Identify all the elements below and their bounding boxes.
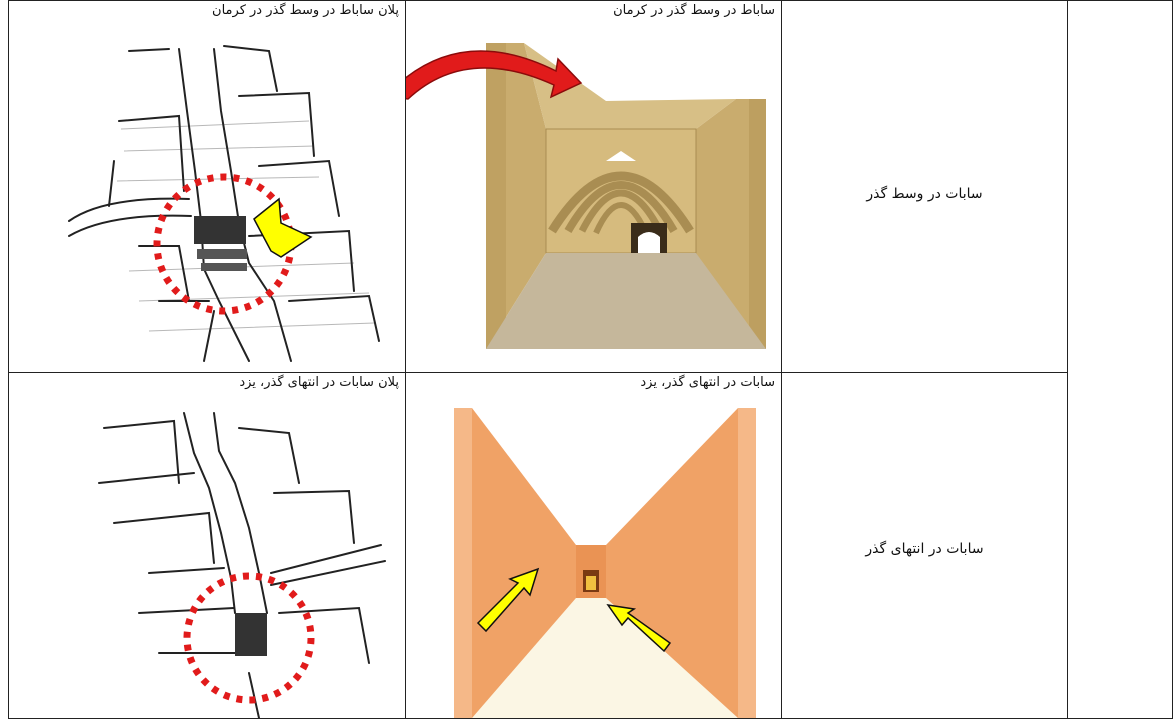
table-border-left (8, 0, 9, 718)
row-1-perspective-cell: ساباط در وسط گذر در کرمان (406, 1, 781, 372)
row-1-label-cell: سابات در وسط گذر (782, 1, 1067, 372)
column-divider-3 (1067, 0, 1068, 718)
left-yellow-arrow (476, 567, 540, 633)
table-border-top (8, 0, 1173, 1)
yazd-sabat-plan-sketch (98, 412, 386, 718)
kerman-sabat-plan-sketch (68, 45, 380, 362)
yazd-sabat-perspective-image (454, 408, 756, 718)
row-divider (8, 372, 1068, 373)
row-1-plan-cell: پلان ساباط در وسط گذر در کرمان (9, 1, 405, 372)
row-1-plan-caption: پلان ساباط در وسط گذر در کرمان (212, 3, 399, 18)
kerman-sabat-perspective-image (406, 43, 766, 349)
row-1-label: سابات در وسط گذر (866, 186, 983, 202)
row-2-label-cell: سابات در انتهای گذر (782, 373, 1067, 718)
row-2-perspective-cell: سابات در انتهای گذر، یزد (406, 373, 781, 718)
table-border-bottom (8, 718, 1173, 719)
row-1-perspective-caption: ساباط در وسط گذر در کرمان (613, 3, 775, 18)
column-divider-2 (781, 0, 782, 718)
row-2-plan-caption: پلان سابات در انتهای گذر، یزد (239, 375, 399, 390)
red-dashed-circle (183, 572, 315, 704)
column-divider-1 (405, 0, 406, 718)
table-border-right (1172, 0, 1173, 718)
row-2-label: سابات در انتهای گذر (865, 541, 984, 557)
row-2-plan-cell: پلان سابات در انتهای گذر، یزد (9, 373, 405, 718)
row-2-perspective-caption: سابات در انتهای گذر، یزد (640, 375, 775, 390)
right-yellow-arrow (606, 603, 672, 653)
